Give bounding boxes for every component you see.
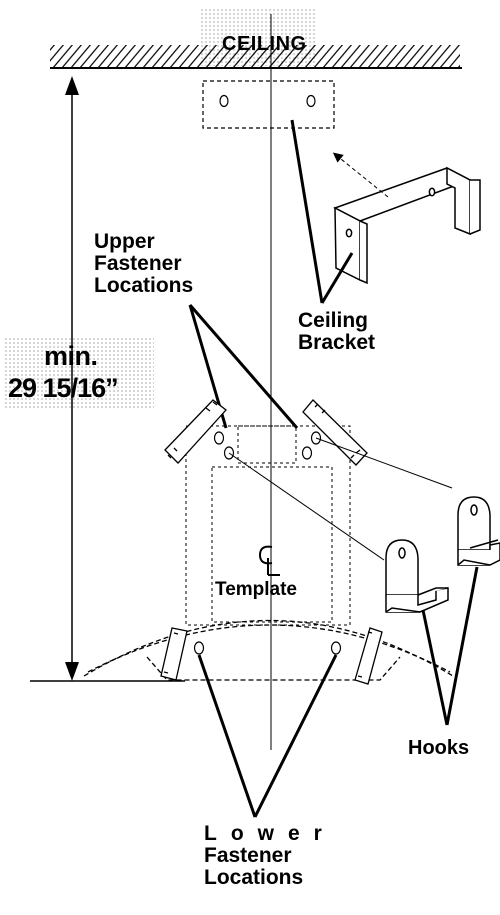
min-height-label-min: min. <box>44 341 98 371</box>
tape-strips-upper <box>164 399 368 466</box>
hook-part-left <box>385 539 449 613</box>
ceiling-bracket-label: Ceiling Bracket <box>298 309 376 355</box>
hooks-label: Hooks <box>408 737 470 759</box>
ceiling-surface <box>50 45 462 69</box>
ceiling-label: CEILING <box>222 33 307 55</box>
tape-strips-lower <box>160 627 383 685</box>
ceiling-bracket-line-1: Ceiling <box>298 309 369 332</box>
template-label: Template <box>215 579 298 600</box>
hooks-leaders <box>421 566 479 726</box>
ceiling-bracket-line-2: Bracket <box>298 331 376 355</box>
bracket-leaders <box>290 119 354 304</box>
upper-fastener-holes <box>213 431 322 460</box>
lower-fastener-leaders <box>197 654 338 818</box>
lower-fastener-line-3: Locations <box>204 866 304 890</box>
hook-leaders <box>228 437 453 561</box>
lower-fastener-label: Lower Fastener Locations <box>204 822 336 890</box>
min-height-label-value: 29 15/16” <box>8 373 119 403</box>
dimension-label-highlight <box>4 337 154 409</box>
dimension-line <box>30 76 185 682</box>
lower-fastener-line-1: Lower <box>204 822 336 845</box>
centerline-mark <box>258 545 280 576</box>
lower-fastener-holes <box>193 641 342 655</box>
hook-part-right <box>457 496 500 566</box>
upper-fastener-line-1: Upper <box>94 230 155 253</box>
canopy-outline <box>83 619 454 681</box>
template-paper <box>185 425 351 626</box>
ceiling-bracket-part <box>333 166 481 285</box>
upper-fastener-line-3: Locations <box>94 274 194 298</box>
upper-fastener-label: Upper Fastener Locations <box>94 230 194 298</box>
lower-fastener-line-2: Fastener <box>204 844 292 868</box>
bracket-footprint <box>202 80 335 129</box>
upper-fastener-line-2: Fastener <box>94 252 182 276</box>
